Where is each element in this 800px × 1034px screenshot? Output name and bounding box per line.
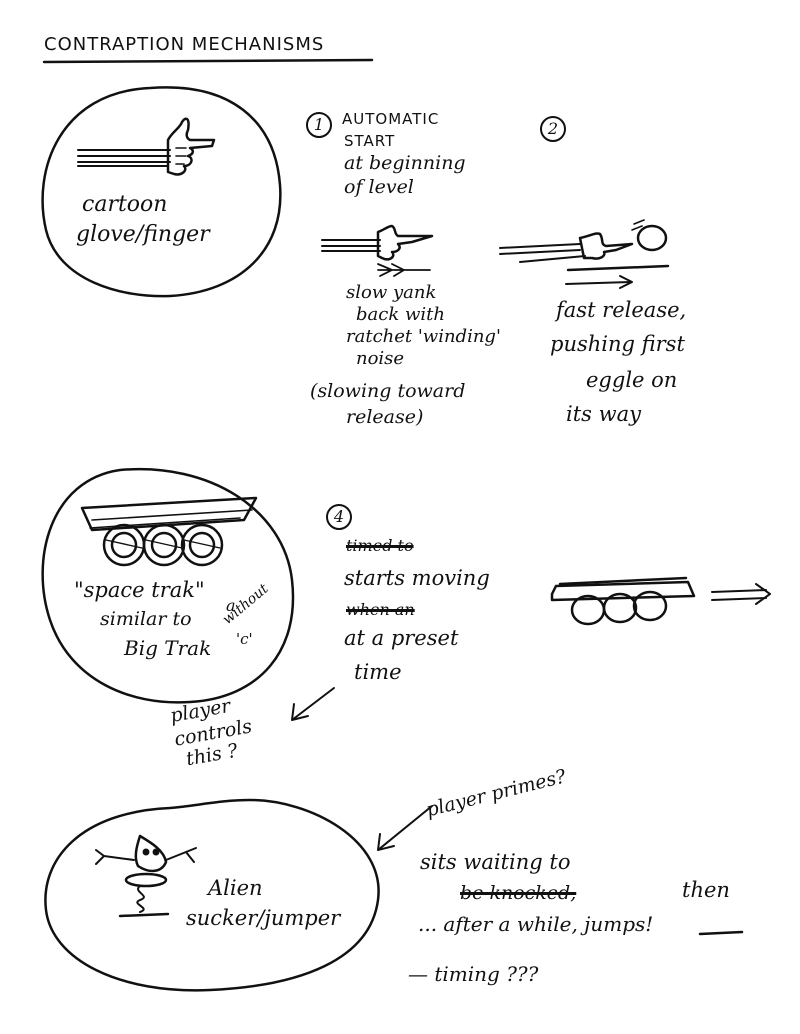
yank-text: back with — [356, 304, 445, 325]
alien-text: ... after a while, jumps! — [418, 912, 654, 936]
yank-text: ratchet 'winding' — [346, 326, 501, 347]
title-underline — [42, 58, 374, 64]
yank-text: (slowing toward — [310, 380, 466, 402]
glove-circle — [41, 86, 282, 298]
step-1-text: AUTOMATIC — [342, 110, 440, 128]
step-4-number: 4 — [326, 504, 352, 530]
step-2-text: eggle on — [586, 368, 678, 392]
truck-name: "space trak" — [74, 578, 205, 602]
glove-icon — [77, 117, 216, 176]
release-hand-icon — [499, 219, 670, 272]
step-4-text: at a preset — [344, 626, 459, 650]
alien-text: — timing ??? — [408, 962, 539, 986]
step-1-text: at beginning — [344, 152, 466, 174]
truck-text: a — [226, 596, 236, 615]
struck-text: when an — [346, 600, 415, 619]
step-1-text: of level — [344, 176, 414, 198]
yank-text: slow yank — [346, 282, 437, 303]
struck-text: timed to — [346, 536, 414, 555]
alien-text: then — [682, 878, 730, 902]
alien-circle — [44, 798, 380, 992]
step-4-text: starts moving — [344, 566, 490, 590]
alien-label: sucker/jumper — [186, 906, 341, 930]
yank-text: release) — [346, 406, 424, 428]
truck-text: Big Trak — [124, 636, 212, 660]
yank-text: noise — [356, 348, 405, 369]
yank-hand-icon — [321, 224, 434, 277]
glove-label: glove/finger — [76, 222, 210, 247]
truck-text: 'c' — [236, 630, 253, 648]
truck-text: similar to — [100, 608, 192, 630]
release-arrow-icon — [565, 275, 633, 289]
struck-text: be knocked, — [460, 882, 577, 904]
step-4-text: time — [354, 660, 402, 684]
alien-icon — [95, 834, 197, 918]
alien-text: sits waiting to — [420, 850, 571, 874]
step-1-text: START — [344, 132, 396, 150]
truck-icon — [80, 496, 258, 567]
player-arrow-icon — [291, 687, 335, 721]
jumps-underline — [698, 930, 744, 936]
truck-move-arrow-icon — [711, 583, 771, 605]
step-2-text: fast release, — [556, 298, 687, 322]
step-2-number: 2 — [540, 116, 566, 142]
small-truck-icon — [550, 576, 696, 626]
alien-label: Alien — [208, 876, 263, 900]
glove-label: cartoon — [82, 192, 168, 217]
step-2-text: pushing first — [550, 332, 685, 356]
page-title: CONTRAPTION MECHANISMS — [44, 34, 325, 55]
step-2-text: its way — [566, 402, 641, 426]
truck-circle — [41, 467, 295, 704]
primes-arrow-icon — [377, 805, 433, 851]
step-1-number: 1 — [306, 112, 332, 138]
